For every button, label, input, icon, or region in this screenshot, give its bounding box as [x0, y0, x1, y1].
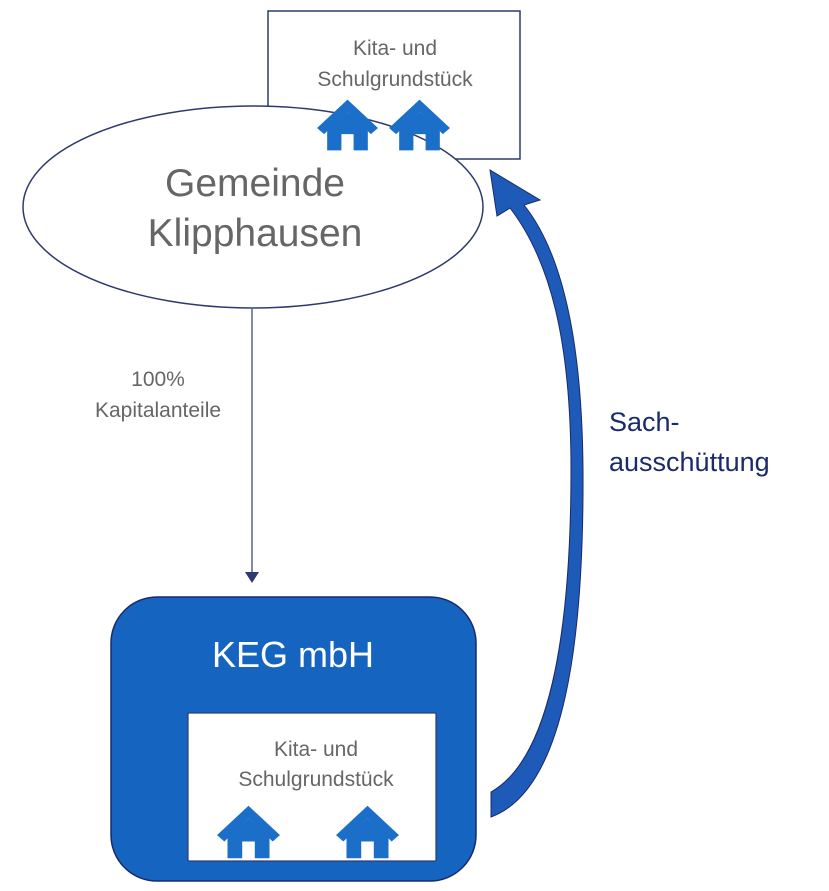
company-property-label-line1: Kita- und [274, 738, 358, 761]
municipality-ellipse: Gemeinde Klipphausen [22, 105, 484, 309]
company-name: KEG mbH [212, 634, 374, 675]
ownership-label-line2: Kapitalanteile [95, 399, 221, 422]
distribution-arrow [489, 169, 584, 818]
top-property-label-line1: Kita- und [353, 37, 437, 60]
ownership-arrow [245, 309, 259, 583]
transfer-label-line1: Sach- [609, 407, 680, 437]
municipality-label-line2: Klipphausen [148, 212, 363, 255]
transfer-label-line2: ausschüttung [609, 447, 770, 477]
company-property-label-line2: Schulgrundstück [238, 768, 394, 791]
top-property-label-line2: Schulgrundstück [317, 68, 473, 91]
municipality-label-line1: Gemeinde [165, 162, 345, 205]
ownership-label-line1: 100% [131, 368, 185, 391]
